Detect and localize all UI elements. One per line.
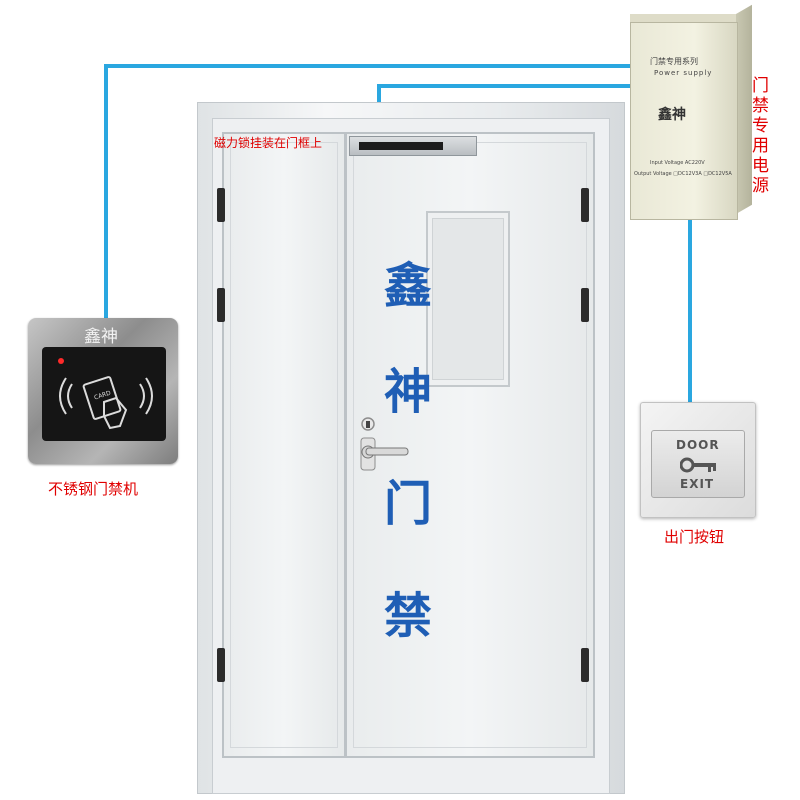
door-brand-char-2: 神 [383, 364, 432, 420]
door-leaf-left-panel [230, 142, 338, 748]
exit-button-exit-text: EXIT [680, 477, 715, 491]
door-window-glass [432, 218, 504, 380]
power-supply-input-voltage: Input Voltage AC220V [650, 160, 705, 166]
card-tap-icon [59, 376, 153, 430]
card-reader-label: 不锈钢门禁机 [48, 480, 139, 498]
magnetic-lock-label: 磁力锁挂装在门框上 [214, 136, 323, 150]
hinge-left-mid [217, 288, 225, 322]
wire-exit-vertical [688, 218, 692, 404]
power-supply-side [736, 4, 752, 215]
hinge-left-bottom [217, 648, 225, 682]
door-brand-char-4: 禁 [383, 588, 432, 644]
power-supply-output-voltage: Output Voltage □DC12V3A □DC12V5A [634, 171, 732, 177]
hinge-left-top [217, 188, 225, 222]
hinge-right-mid [581, 288, 589, 322]
power-supply-box [630, 22, 738, 220]
hinge-right-top [581, 188, 589, 222]
card-reader-led [58, 358, 64, 364]
power-supply-top [630, 14, 752, 24]
power-supply-english-text: Power supply [654, 69, 713, 77]
card-reader-brand: 鑫神 [84, 327, 118, 347]
wire-maglock-horizontal [377, 84, 632, 88]
power-supply-brand: 鑫神 [658, 107, 686, 123]
exit-button-label: 出门按钮 [664, 528, 725, 546]
power-supply-label: 门禁专用电源 [752, 76, 769, 196]
wire-reader-horizontal [104, 64, 632, 68]
door-brand-char-1: 鑫 [383, 258, 432, 314]
key-icon [680, 457, 716, 473]
door-leaf-left [222, 132, 346, 758]
door-handle-icon [360, 417, 409, 471]
door-brand-char-3: 门 [383, 476, 432, 532]
wire-reader-vertical [104, 64, 108, 322]
exit-button-door-text: DOOR [676, 438, 720, 452]
power-supply-series-text: 门禁专用系列 [650, 57, 698, 66]
hinge-right-bottom [581, 648, 589, 682]
magnetic-lock-slot [359, 142, 443, 150]
